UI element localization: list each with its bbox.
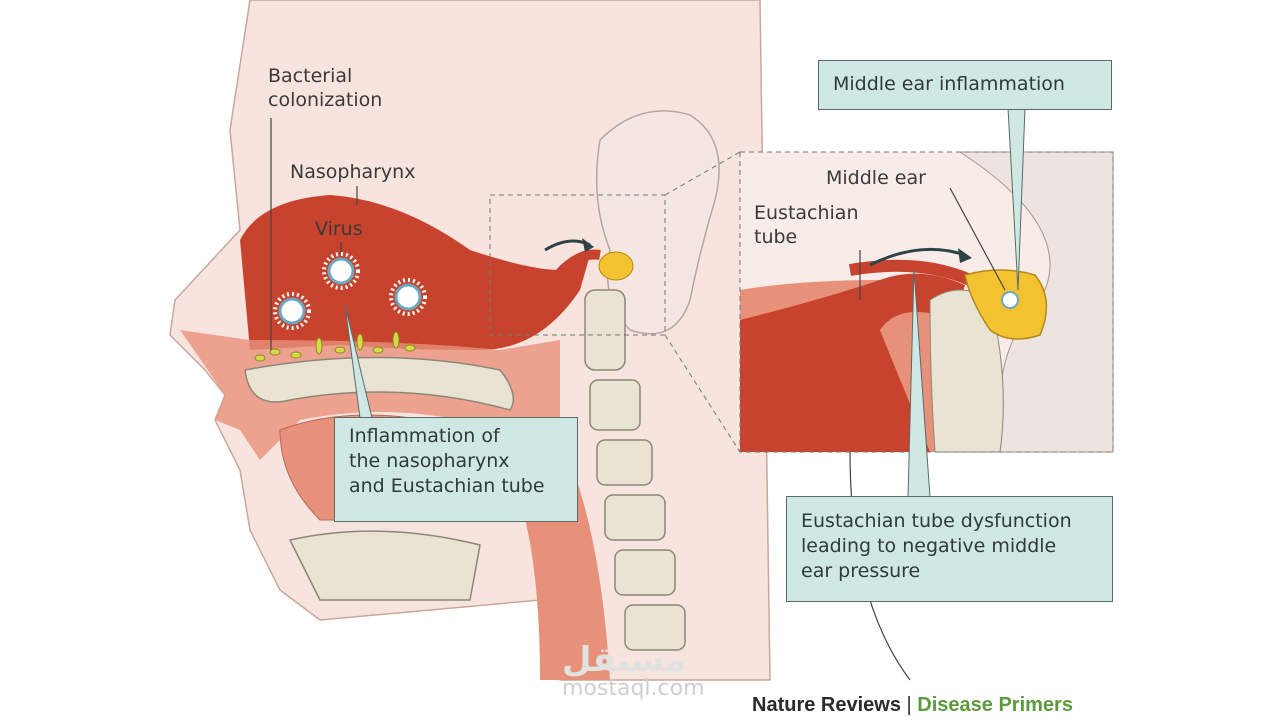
virus-particles (278, 257, 422, 325)
nasopharynx-inflamed (240, 195, 590, 350)
callout-line: ear pressure (801, 560, 921, 582)
callout-line: the nasopharynx (349, 450, 510, 472)
label-line: colonization (268, 89, 383, 111)
callout-line: Eustachian tube dysfunction (801, 510, 1072, 532)
virus-particle (1001, 291, 1019, 309)
callout-middle-ear-inflammation: Middle ear inflammation (818, 60, 1112, 110)
flow-arrow-inset (869, 247, 966, 267)
callout-line: and Eustachian tube (349, 475, 545, 497)
label-line: Eustachian (754, 202, 859, 224)
label-virus: Virus (315, 218, 363, 240)
credit-line: Nature Reviews | Disease Primers (752, 694, 1073, 717)
separator: | (906, 694, 912, 716)
palate (244, 356, 515, 411)
inset-panel (739, 151, 1114, 453)
watermark: mostaql.com (562, 676, 705, 701)
jaw (288, 530, 481, 601)
middle-ear-small (598, 251, 634, 281)
callout-line: Inflammation of (349, 425, 500, 447)
callout-eustachian-dysfunction: Eustachian tube dysfunction leading to n… (786, 496, 1113, 602)
eustachian-tube (535, 249, 601, 303)
label-middle-ear: Middle ear (826, 167, 926, 189)
label-eustachian-tube: Eustachian tube (754, 201, 859, 249)
zoom-source-box (489, 194, 666, 336)
series: Disease Primers (917, 694, 1073, 716)
label-nasopharynx: Nasopharynx (290, 161, 416, 183)
bacteria (254, 331, 416, 362)
outer-ear (595, 110, 720, 335)
publisher: Nature Reviews (752, 694, 901, 716)
nasal-tissue (180, 330, 560, 460)
label-line: Bacterial (268, 65, 353, 87)
label-line: tube (754, 226, 798, 248)
cervical-spine (584, 289, 686, 651)
callout-line: leading to negative middle (801, 535, 1057, 557)
watermark-logo: مستقل (562, 640, 687, 680)
label-bacterial-colonization: Bacterial colonization (268, 64, 382, 112)
callout-inflammation-nasopharynx: Inflammation of the nasopharynx and Eust… (334, 417, 578, 522)
